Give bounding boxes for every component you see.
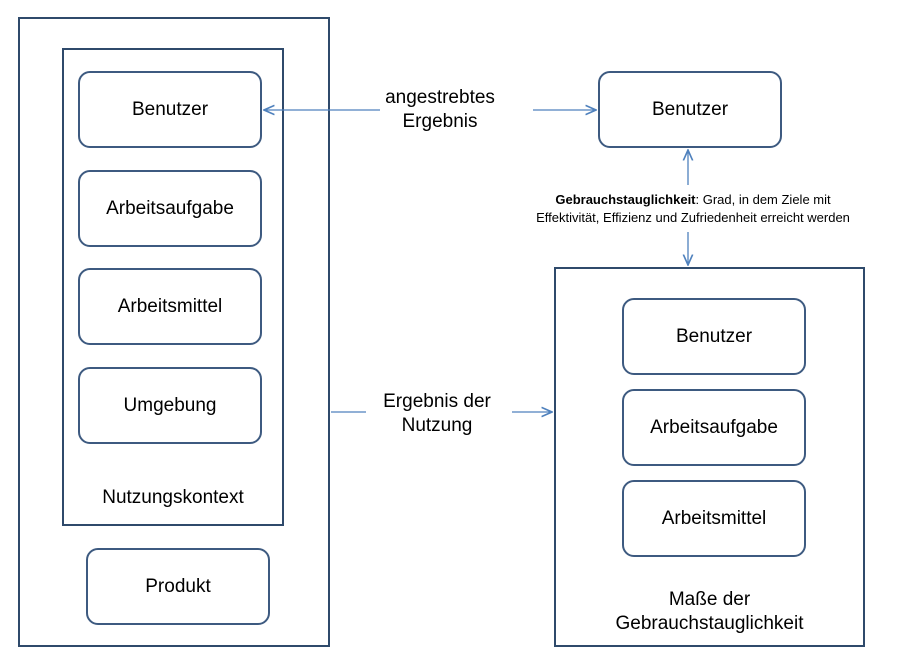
context-box-label: Arbeitsmittel (117, 295, 223, 317)
measure-box-label: Arbeitsmittel (661, 507, 767, 529)
definition-rest: : Grad, in dem Ziele mit (695, 192, 831, 207)
ergebnis-line: Ergebnis (402, 111, 478, 132)
masse-label: Maße der Gebrauchstauglichkeit (554, 588, 865, 636)
gebrauchstauglichkeit-definition: Gebrauchstauglichkeit: Grad, in dem Ziel… (488, 191, 898, 227)
definition-line-1: Gebrauchstauglichkeit: Grad, in dem Ziel… (488, 191, 898, 209)
context-box-arbeitsaufgabe: Arbeitsaufgabe (78, 170, 262, 247)
context-box-benutzer: Benutzer (78, 71, 262, 148)
context-box-arbeitsmittel: Arbeitsmittel (78, 268, 262, 345)
context-box-label: Umgebung (123, 394, 217, 416)
definition-term: Gebrauchstauglichkeit (555, 192, 696, 207)
right-benutzer-box: Benutzer (598, 71, 782, 148)
angestrebtes-line: angestrebtes (385, 87, 495, 108)
masse-line-1: Maße der (668, 589, 751, 610)
definition-line-2: Effektivität, Effizienz und Zufriedenhei… (536, 210, 850, 225)
measure-box-benutzer: Benutzer (622, 298, 806, 375)
ergebnis-der-line: Ergebnis der (383, 391, 491, 412)
context-box-umgebung: Umgebung (78, 367, 262, 444)
nutzung-line: Nutzung (401, 415, 473, 436)
context-box-label: Benutzer (131, 98, 209, 120)
measure-box-arbeitsaufgabe: Arbeitsaufgabe (622, 389, 806, 466)
masse-line-2: Gebrauchstauglichkeit (615, 613, 804, 634)
measure-box-arbeitsmittel: Arbeitsmittel (622, 480, 806, 557)
produkt-box: Produkt (86, 548, 270, 625)
right-benutzer-label: Benutzer (651, 98, 729, 120)
angestrebtes-ergebnis-label: angestrebtes Ergebnis (370, 86, 510, 134)
produkt-label: Produkt (145, 575, 211, 597)
context-box-label: Arbeitsaufgabe (106, 197, 234, 219)
nutzungskontext-label: Nutzungskontext (102, 487, 244, 508)
measure-box-label: Arbeitsaufgabe (650, 416, 778, 438)
ergebnis-der-nutzung-label: Ergebnis der Nutzung (362, 390, 512, 438)
measure-box-label: Benutzer (675, 325, 753, 347)
